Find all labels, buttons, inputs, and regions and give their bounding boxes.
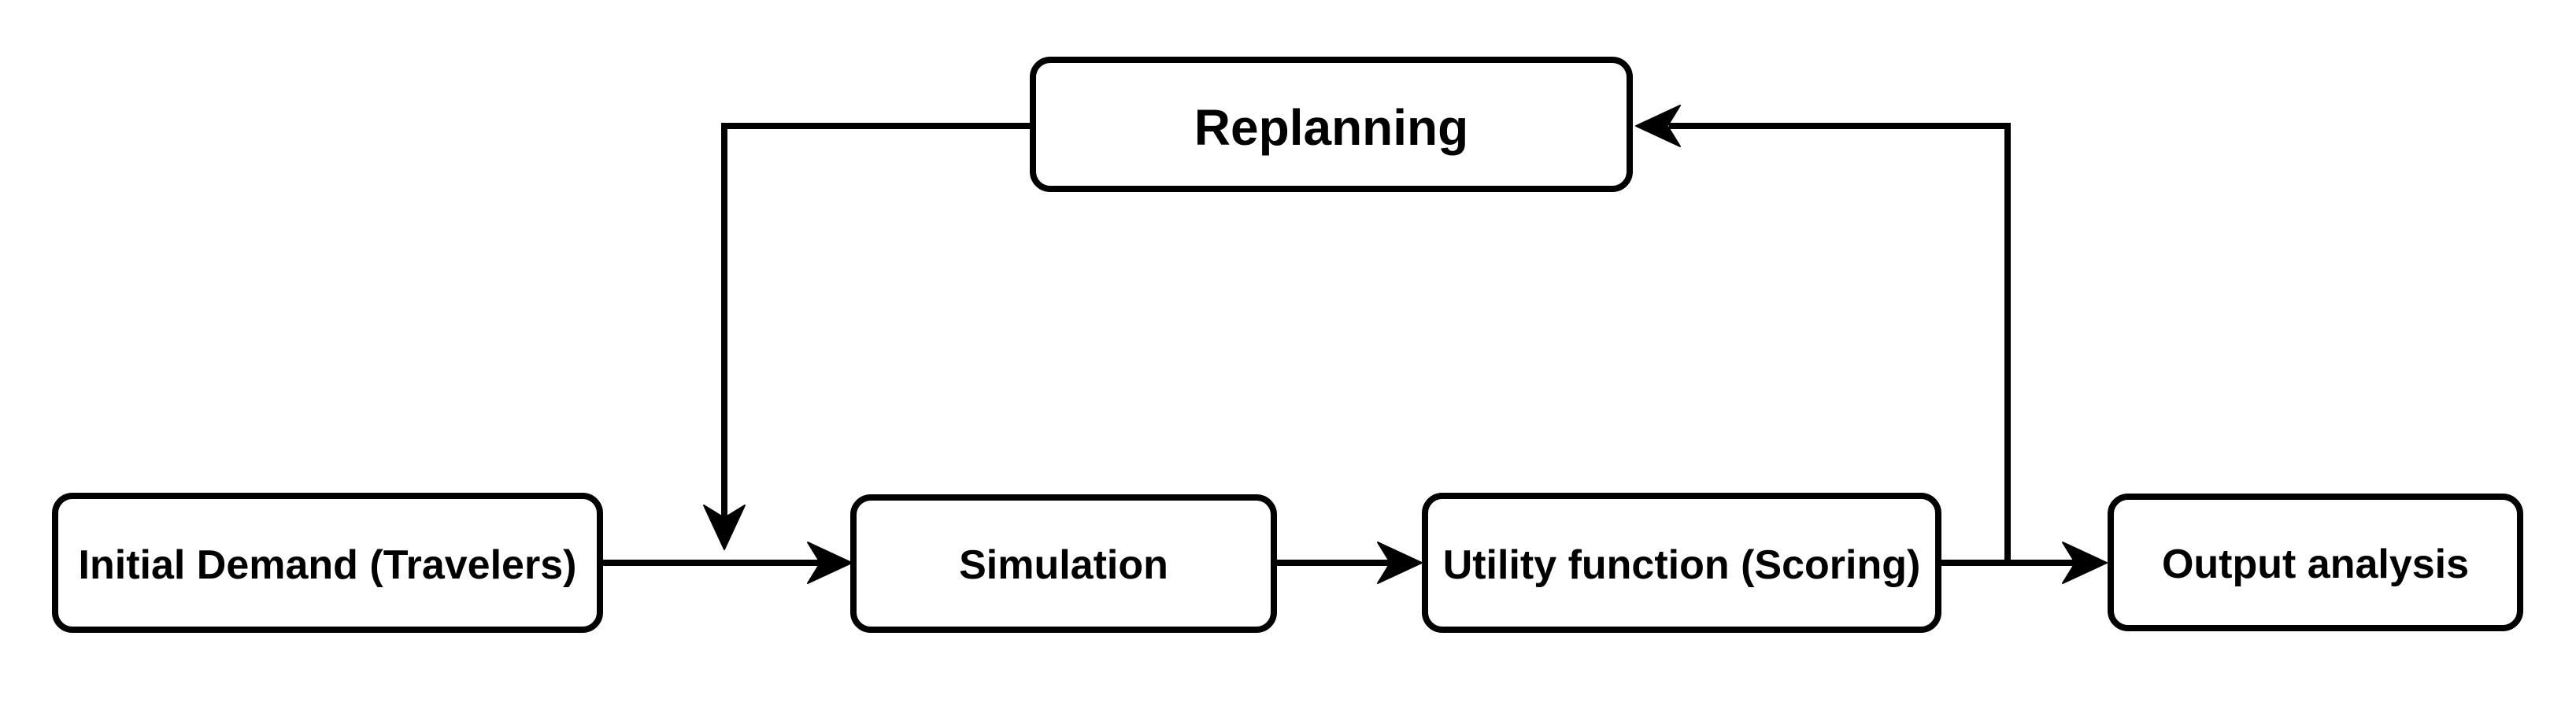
node-initial-demand-label: Initial Demand (Travelers) [79,542,577,588]
node-utility-function-label: Utility function (Scoring) [1443,542,1921,588]
edge-utility-function-to-replanning [1635,105,2011,563]
node-replanning-label: Replanning [1194,99,1468,156]
node-initial-demand-box [52,493,603,633]
arrowhead-into-utility-function-icon [1377,542,1423,584]
arrowhead-into-output-analysis-icon [2062,542,2108,584]
edge-initial-demand-to-simulation [600,542,853,584]
node-output-analysis-label: Output analysis [2162,542,2469,587]
edge-utility-function-to-output-analysis [1938,542,2108,584]
edge-replanning-to-simulation [703,123,1033,550]
node-initial-demand: Initial Demand (Travelers) [52,493,603,633]
node-output-analysis: Output analysis [2108,494,2523,631]
arrowhead-down-onto-connector-icon [703,505,746,550]
edge-replanning-to-simulation-line [721,123,1033,519]
node-output-analysis-box [2108,494,2523,631]
node-utility-function: Utility function (Scoring) [1422,493,1941,633]
node-simulation: Simulation [850,494,1277,633]
edge-group [600,105,2108,584]
node-utility-function-box [1422,493,1941,633]
edge-simulation-to-utility-function [1274,542,1423,584]
node-simulation-box [850,494,1277,633]
node-simulation-label: Simulation [959,542,1168,588]
edge-utility-function-to-replanning-line [1669,123,2011,563]
node-group: Replanning Initial Demand (Travelers) Si… [52,57,2523,633]
node-replanning: Replanning [1030,57,1633,192]
arrowhead-into-replanning-icon [1635,105,1681,147]
node-replanning-box [1030,57,1633,192]
arrowhead-into-simulation-icon [807,542,853,584]
